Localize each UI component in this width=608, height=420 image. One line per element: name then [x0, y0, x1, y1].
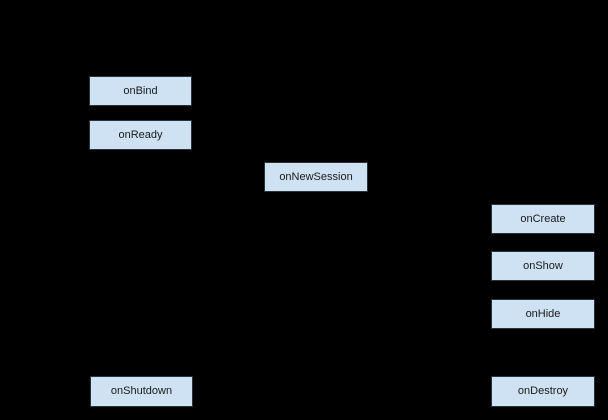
node-ondestroy-label: onDestroy: [517, 385, 569, 397]
node-onshutdown-label: onShutdown: [110, 385, 173, 397]
node-oncreate-label: onCreate: [520, 212, 566, 225]
node-onnewsession: onNewSession: [264, 162, 368, 192]
node-onshow: onShow: [491, 251, 595, 281]
node-onready: onReady: [89, 120, 192, 150]
node-onhide: onHide: [491, 299, 595, 329]
node-onhide-label: onHide: [525, 307, 561, 320]
node-onnewsession-label: onNewSession: [279, 170, 353, 183]
node-onbind: onBind: [89, 76, 192, 106]
node-onready-label: onReady: [118, 128, 163, 141]
node-onshow-label: onShow: [523, 259, 563, 272]
node-onshutdown: onShutdown: [90, 376, 193, 407]
node-oncreate: onCreate: [491, 204, 595, 234]
node-ondestroy: onDestroy: [491, 376, 595, 407]
node-onbind-label: onBind: [123, 84, 158, 97]
